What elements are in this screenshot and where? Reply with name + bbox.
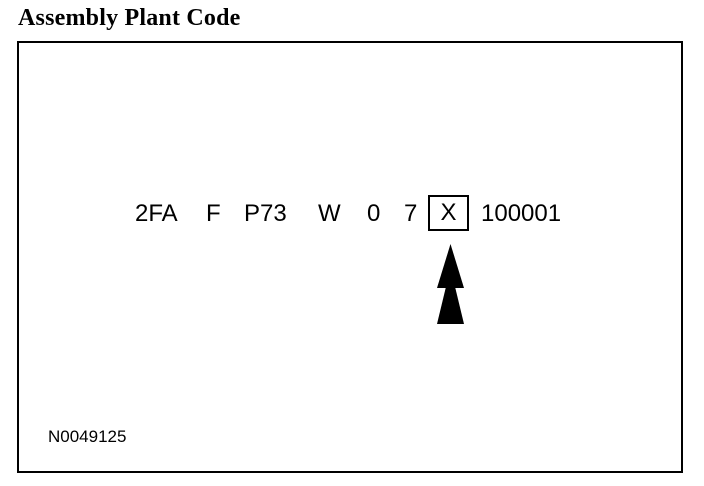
assembly-plant-code-box: X — [428, 195, 469, 231]
vin-part-wmi: 2FA — [135, 200, 178, 227]
vin-part-restraint: F — [206, 200, 221, 227]
vin-part-check-digit: 0 — [367, 200, 381, 227]
up-arrow-icon — [437, 244, 464, 324]
vin-part-engine: W — [318, 200, 341, 227]
vin-serial-number: 100001 — [481, 200, 562, 227]
figure-reference-id: N0049125 — [48, 427, 127, 446]
vin-part-model-year: 7 — [404, 200, 418, 227]
diagram-title: Assembly Plant Code — [18, 5, 241, 31]
vin-part-model: P73 — [244, 200, 287, 227]
diagram-frame — [17, 41, 683, 473]
